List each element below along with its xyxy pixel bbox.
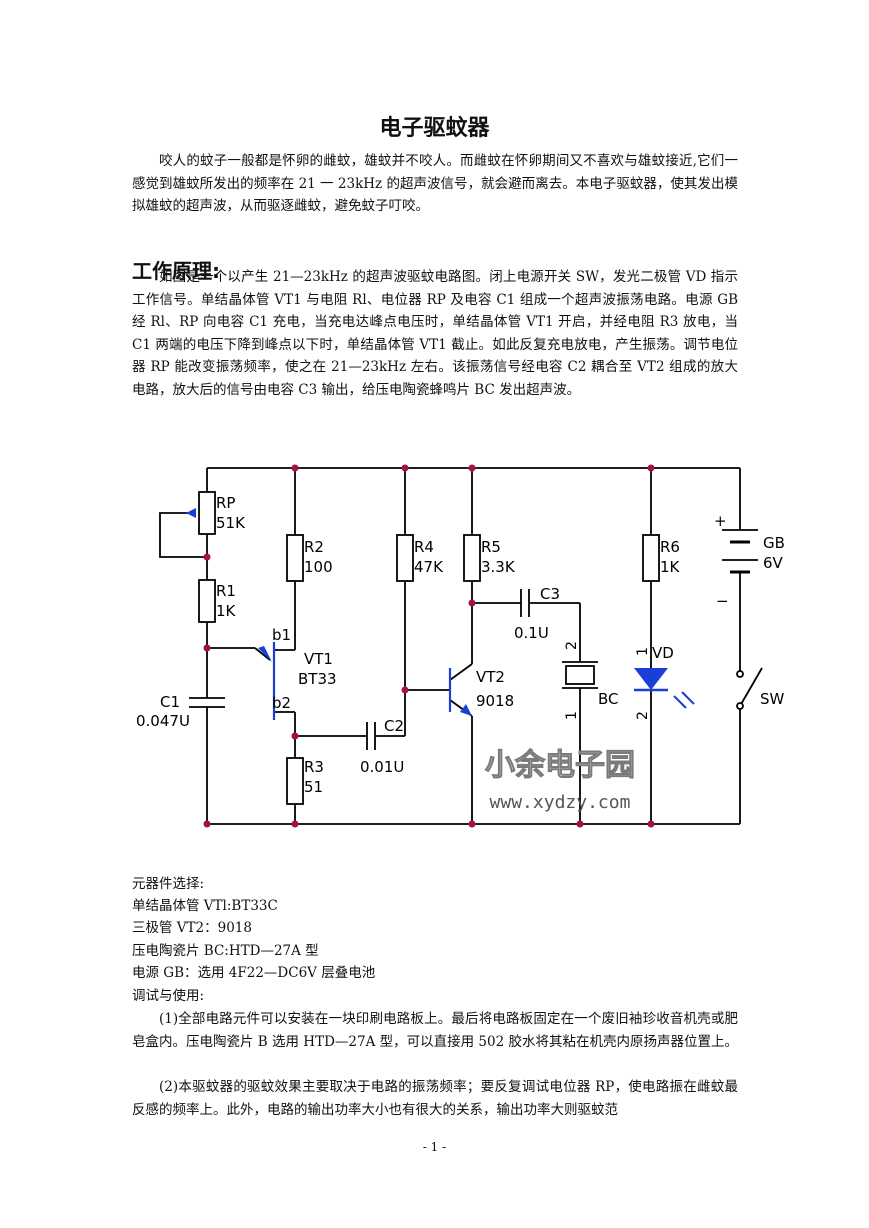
- component-item: 压电陶瓷片 BC:HTD—27A 型: [132, 943, 319, 959]
- r6-label: R6: [660, 538, 680, 556]
- watermark-logo: 小余电子园: [485, 748, 635, 783]
- c2-label: C2: [384, 717, 404, 735]
- component-item: 电源 GB：选用 4F22—DC6V 层叠电池: [132, 965, 376, 981]
- debug-heading: 调试与使用:: [132, 988, 205, 1004]
- c1-value: 0.047U: [136, 712, 190, 730]
- principle-paragraph: 如图是一个以产生 21—23kHz 的超声波驱蚊电路图。闭上电源开关 SW，发光…: [132, 269, 738, 398]
- r2-label: R2: [304, 538, 324, 556]
- vd-label: VD: [652, 644, 674, 662]
- vt2-arrow-icon: [460, 704, 472, 716]
- r4-value: 47K: [414, 558, 444, 576]
- page-title: 电子驱蚊器: [379, 116, 490, 141]
- sw-label: SW: [760, 690, 785, 708]
- vd-pin-2: 2: [635, 711, 651, 720]
- r2-value: 100: [304, 558, 333, 576]
- led-diode-icon: [634, 668, 668, 690]
- gb-minus-label: −: [716, 592, 729, 610]
- vt1-label: VT1: [304, 650, 333, 668]
- c3-value: 0.1U: [514, 624, 549, 642]
- gb-value: 6V: [763, 554, 784, 572]
- r1-label: R1: [216, 582, 236, 600]
- r5-value: 3.3K: [481, 558, 516, 576]
- vt1-arrow-icon: [258, 646, 272, 662]
- rp-label: RP: [216, 494, 235, 512]
- r3-value: 51: [304, 778, 323, 796]
- vt1-b1-label: b1: [272, 626, 291, 644]
- bc-label: BC: [598, 690, 619, 708]
- vt2-label: VT2: [476, 668, 505, 686]
- components-heading: 元器件选择:: [132, 876, 205, 892]
- vt2-model: 9018: [476, 692, 514, 710]
- gb-label: GB: [763, 534, 785, 552]
- section-heading: 工作原理:: [132, 259, 220, 283]
- debug-step-2: (2)本驱蚊器的驱蚊效果主要取决于电路的振荡频率；要反复调试电位器 RP，使电路…: [132, 1079, 738, 1118]
- r3-label: R3: [304, 758, 324, 776]
- gb-plus-label: +: [714, 512, 727, 530]
- intro-paragraph: 咬人的蚊子一般都是怀卵的雌蚊，雄蚊并不咬人。而雌蚊在怀卵期间又不喜欢与雄蚊接近,…: [132, 153, 738, 214]
- component-item: 单结晶体管 VTl:BT33C: [132, 898, 278, 914]
- r6-value: 1K: [660, 558, 681, 576]
- r1-value: 1K: [216, 602, 237, 620]
- vt1-b2-label: b2: [272, 694, 291, 712]
- c2-value: 0.01U: [360, 758, 404, 776]
- r5-label: R5: [481, 538, 501, 556]
- vd-pin-1: 1: [635, 647, 651, 656]
- bc-pin-1: 1: [564, 711, 580, 720]
- watermark-url: www.xydzy.com: [490, 792, 631, 813]
- circuit-diagram: RP 51K R1 1K R2 100 R3 51 R4 47K R5 3.3K…: [136, 464, 785, 828]
- rp-value: 51K: [216, 514, 246, 532]
- c1-label: C1: [160, 693, 180, 711]
- debug-step-1: (1)全部电路元件可以安装在一块印刷电路板上。最后将电路板固定在一个废旧袖珍收音…: [132, 1011, 738, 1050]
- vt1-model: BT33: [298, 670, 337, 688]
- component-item: 三极管 VT2：9018: [132, 920, 252, 936]
- page-number: - 1 -: [422, 1140, 447, 1154]
- bc-pin-2: 2: [564, 641, 580, 650]
- c3-label: C3: [540, 585, 560, 603]
- rp-wiper-arrow-icon: [186, 508, 196, 518]
- r4-label: R4: [414, 538, 434, 556]
